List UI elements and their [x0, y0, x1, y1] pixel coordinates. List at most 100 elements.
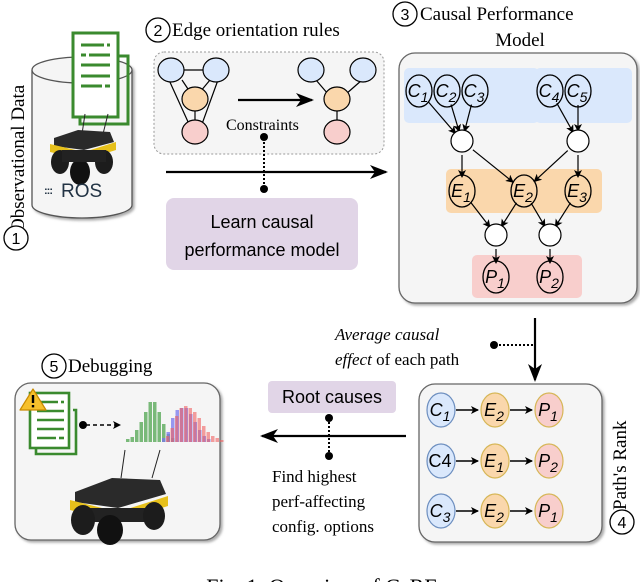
- node-base: C: [408, 81, 422, 101]
- svg-text:5: 5: [50, 359, 59, 376]
- node-base: P: [538, 501, 550, 521]
- node-base: E: [484, 451, 497, 471]
- find-highest-label: Find highest perf-affecting config. opti…: [272, 467, 374, 536]
- node-base: E: [484, 501, 497, 521]
- svg-text:P2: P2: [539, 267, 559, 291]
- causal-edge: [472, 149, 514, 183]
- causal-edge: [470, 201, 491, 228]
- node-base: C: [567, 81, 581, 101]
- step3-label-line2: Model: [495, 30, 545, 51]
- svg-text:perf-affecting: perf-affecting: [272, 492, 366, 511]
- node-subscript: 1: [421, 89, 429, 105]
- node-subscript: 1: [463, 189, 471, 205]
- svg-text:ROS: ROS: [61, 181, 102, 202]
- svg-text:C4: C4: [428, 451, 451, 471]
- config-node-4: C4: [536, 74, 564, 108]
- svg-text:E2: E2: [484, 400, 504, 424]
- path-event-node: E1: [480, 443, 510, 479]
- node-base: E: [567, 181, 580, 201]
- path-event-node: E2: [480, 493, 510, 529]
- causal-edge: [554, 202, 571, 228]
- hist-bar-red: [215, 438, 219, 442]
- path-event-node: E2: [480, 392, 510, 428]
- hist-bar-red: [175, 416, 179, 442]
- ace-rest: of each path: [372, 350, 460, 369]
- ace-italic-effect: effect: [335, 350, 373, 369]
- step1-number-badge: 1: [3, 225, 29, 251]
- event-node-2: E2: [510, 174, 538, 208]
- step1-observational-data: Observational Data 1: [3, 31, 133, 251]
- node-base: E: [451, 181, 464, 201]
- hist-bar-green: [135, 430, 139, 442]
- config-band-left: [404, 68, 539, 123]
- node-subscript: 2: [549, 459, 558, 475]
- hist-bar-blue: [162, 438, 166, 442]
- svg-text:E2: E2: [484, 501, 504, 525]
- step3-label-line1: Causal Performance: [420, 4, 574, 25]
- step2-number-badge: 2: [145, 17, 171, 43]
- robot-icon: [50, 113, 116, 185]
- svg-text:effect of each path: effect of each path: [335, 350, 460, 369]
- root-causes-box: Root causes: [268, 381, 396, 413]
- path-config-node: C4: [426, 443, 456, 479]
- oriented-graph: [297, 57, 377, 145]
- node-subscript: 1: [496, 459, 504, 475]
- step5-label: Debugging: [68, 356, 153, 377]
- causal-edge: [533, 150, 569, 183]
- node-subscript: 3: [477, 89, 485, 105]
- step2-edge-orientation: 2 Edge orientation rules Constraints: [145, 17, 388, 270]
- ros-logo: ::: ROS: [44, 181, 102, 202]
- node-subscript: 2: [495, 408, 504, 424]
- config-node-2: C2: [433, 74, 461, 108]
- path-config-node: C3: [426, 493, 456, 529]
- svg-text:E2: E2: [513, 181, 533, 205]
- svg-text:performance model: performance model: [184, 240, 339, 260]
- hist-bar-green: [153, 402, 157, 442]
- svg-text:C1: C1: [430, 400, 451, 424]
- svg-text:E1: E1: [451, 181, 471, 205]
- node-subscript: 2: [495, 509, 504, 525]
- debug-document-icon: [28, 391, 78, 456]
- node-base: P: [485, 267, 497, 287]
- hist-bar-red: [188, 408, 192, 442]
- hist-bar-red: [193, 412, 197, 442]
- node-base: E: [484, 400, 497, 420]
- dotted-connector-root: [325, 414, 333, 460]
- junction-node-4: [538, 223, 562, 247]
- config-node-5: C5: [564, 74, 592, 108]
- step4-label: Path's Rank: [610, 420, 631, 510]
- step5-debugging: 5 Debugging: [14, 353, 224, 545]
- path-perf-node: P1: [534, 392, 564, 428]
- warning-icon: [19, 388, 47, 411]
- node-base: C: [430, 400, 444, 420]
- step5-number-badge: 5: [41, 353, 67, 379]
- causal-edge: [450, 104, 461, 133]
- config-band-right: [535, 68, 632, 123]
- node-base: C: [436, 81, 450, 101]
- config-node-1: C1: [405, 74, 433, 108]
- step4-number-badge: 4: [609, 509, 635, 535]
- svg-text:P1: P1: [485, 267, 505, 291]
- svg-text:Root causes: Root causes: [282, 387, 382, 407]
- dotted-connector: [260, 133, 268, 193]
- hist-bar-green: [144, 412, 148, 442]
- hist-bar-red: [211, 436, 215, 442]
- causal-edge: [462, 104, 473, 133]
- svg-text:2: 2: [154, 23, 163, 40]
- hist-bar-green: [139, 422, 143, 442]
- node-base: C: [539, 81, 553, 101]
- path-perf-node: P1: [534, 493, 564, 529]
- dashed-arrow-to-histogram: [79, 421, 121, 429]
- node-subscript: 2: [550, 275, 559, 291]
- hist-bar-green: [130, 437, 134, 442]
- junction-node-2: [566, 129, 590, 153]
- node-subscript: 1: [497, 275, 505, 291]
- node-subscript: 1: [443, 408, 451, 424]
- path-row: C1 E2 P1: [426, 392, 564, 428]
- distribution-histogram-icon: [126, 402, 224, 442]
- svg-text:P1: P1: [538, 501, 558, 525]
- hist-bar-red: [166, 436, 170, 442]
